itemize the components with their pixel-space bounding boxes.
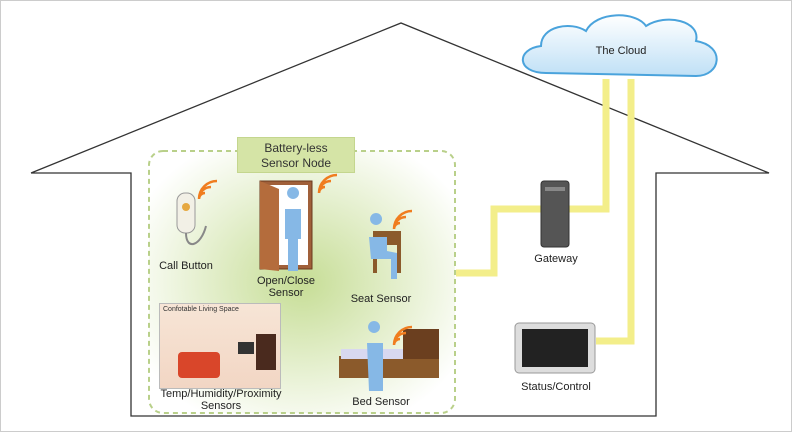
- living-room-image: Confotable Living Space: [159, 303, 281, 389]
- link-status-cloud: [596, 79, 635, 345]
- cloud-shape: [521, 14, 718, 78]
- label-seat-sensor: Seat Sensor: [350, 293, 412, 305]
- gateway-icon: [540, 180, 570, 248]
- sensor-node-label: Battery-less Sensor Node: [237, 137, 355, 173]
- sensor-node-line2: Sensor Node: [260, 156, 332, 170]
- sensor-node-line1: Battery-less: [264, 141, 328, 155]
- label-bed-sensor: Bed Sensor: [352, 396, 410, 408]
- call-button-icon: [176, 192, 196, 234]
- bed-icon: [339, 356, 439, 378]
- cloud-label: The Cloud: [595, 45, 647, 57]
- label-call-button: Call Button: [159, 260, 213, 272]
- wired-links: [456, 79, 635, 345]
- label-status-control: Status/Control: [521, 381, 591, 393]
- wireless-icons: [197, 173, 413, 346]
- link-node-gateway: [456, 205, 541, 277]
- house-outline: [30, 22, 770, 417]
- link-gateway-cloud: [569, 79, 610, 213]
- room-caption: Confotable Living Space: [163, 306, 239, 313]
- person-icon: [285, 187, 301, 271]
- label-gateway: Gateway: [534, 253, 578, 265]
